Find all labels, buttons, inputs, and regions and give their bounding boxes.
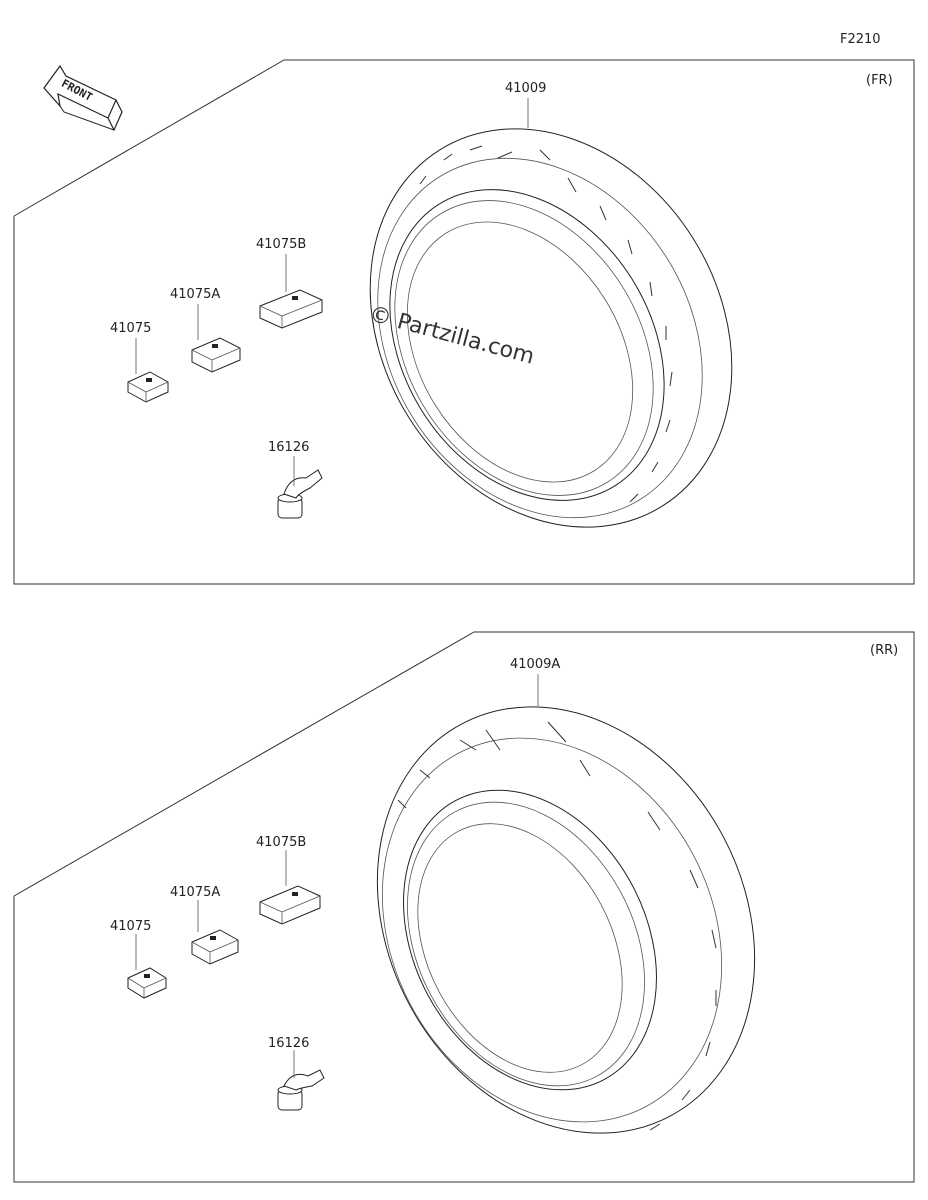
panel-front-frame: [13, 59, 915, 585]
figure-code: F2210: [840, 32, 881, 47]
panel-front-section: (FR): [866, 73, 893, 88]
front-tire-label: 41009: [505, 81, 546, 96]
rear-valve-label: 16126: [268, 1036, 309, 1051]
panel-rear: (RR) 41009A 41075B 41075A: [13, 631, 915, 1183]
front-valve-label: 16126: [268, 440, 309, 455]
rear-weight-b: [259, 885, 321, 925]
rear-weight-label: 41075: [110, 919, 151, 934]
rear-weight-a: [191, 929, 239, 965]
rear-weight: [127, 967, 167, 999]
rear-tire-label: 41009A: [510, 657, 560, 672]
front-valve-icon: [277, 469, 323, 519]
front-weight-a: [191, 337, 241, 373]
rear-tire: [376, 706, 756, 1134]
front-weight-a-label: 41075A: [170, 287, 220, 302]
front-weight-label: 41075: [110, 321, 151, 336]
front-arrow-icon: FRONT: [43, 64, 123, 132]
front-weight: [127, 371, 169, 403]
rear-valve-icon: [277, 1069, 325, 1111]
panel-rear-frame: [13, 631, 915, 1183]
rear-weight-b-label: 41075B: [256, 835, 306, 850]
panel-front: (FR) 41009 41075B 41075A: [13, 59, 915, 585]
front-tire: [369, 128, 733, 528]
panel-rear-section: (RR): [870, 643, 898, 658]
front-weight-b-label: 41075B: [256, 237, 306, 252]
rear-weight-a-label: 41075A: [170, 885, 220, 900]
front-weight-b: [259, 289, 323, 329]
